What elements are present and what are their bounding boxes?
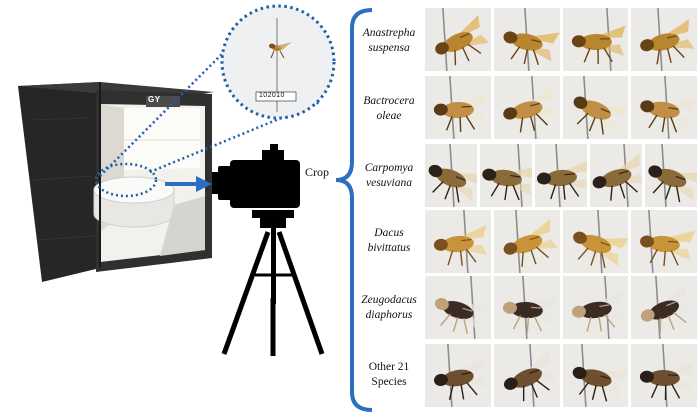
fly-specimen-icon: [631, 344, 697, 407]
species-name-line1: Carpomya: [364, 162, 414, 174]
fly-specimen-icon: [425, 144, 477, 207]
specimen-photo: [425, 210, 491, 273]
zoom-line-right: [149, 100, 321, 174]
specimen-photo-row: [425, 144, 697, 207]
specimen-photo: [590, 144, 642, 207]
fly-specimen-icon: [562, 8, 629, 71]
species-name-line2: oleae: [376, 110, 402, 122]
specimen-focus-ring: [94, 162, 158, 198]
specimen-photo: [425, 76, 491, 139]
camera-icon: [212, 144, 300, 208]
fly-specimen-icon: [645, 144, 697, 207]
species-name-line2: vesuviana: [366, 177, 412, 189]
fly-specimen-icon: [493, 344, 560, 407]
fly-specimen-icon: [562, 344, 629, 407]
species-label-bactrocera: Bactrocera oleae: [356, 94, 422, 124]
specimen-photo: [425, 344, 491, 407]
species-name-line2: bivittatus: [367, 242, 411, 254]
magnifier-circle-icon: [220, 4, 336, 120]
specimen-photo: [562, 8, 629, 71]
specimen-photo: [562, 210, 629, 273]
specimen-photo-row: [425, 276, 697, 339]
specimen-photo: [493, 276, 560, 339]
species-name-line2: diaphorus: [365, 309, 413, 321]
fly-specimen-icon: [631, 76, 697, 139]
species-name-line1: Bactrocera: [363, 95, 415, 107]
fly-specimen-icon: [562, 210, 629, 273]
fly-specimen-icon: [425, 8, 491, 71]
species-label-anastrepha: Anastrepha suspensa: [356, 26, 422, 56]
fly-specimen-icon: [631, 8, 697, 71]
specimen-photo: [631, 76, 697, 139]
specimen-photo: [493, 76, 560, 139]
species-name-line2: Species: [371, 376, 407, 388]
specimen-photo: [425, 8, 491, 71]
specimen-photo: [631, 276, 697, 339]
specimen-photo: [493, 344, 560, 407]
specimen-photo: [562, 76, 629, 139]
specimen-photo-row: [425, 76, 697, 139]
fly-specimen-icon: [562, 276, 629, 339]
fly-specimen-icon: [590, 144, 642, 207]
specimen-photo: [645, 144, 697, 207]
crop-label: Crop: [305, 165, 329, 179]
species-name-line1: Zeugodacus: [361, 294, 417, 306]
fly-specimen-icon: [535, 144, 587, 207]
fly-specimen-icon: [562, 76, 629, 139]
fly-specimen-icon: [493, 76, 560, 139]
fly-specimen-icon: [493, 8, 560, 71]
specimen-photo: [562, 344, 629, 407]
specimen-photo-row: [425, 8, 697, 71]
species-name-line1: Anastrepha: [362, 27, 416, 39]
species-label-dacus: Dacus bivittatus: [356, 226, 422, 256]
fly-specimen-icon: [631, 210, 697, 273]
fly-specimen-icon: [480, 144, 532, 207]
fly-specimen-icon: [493, 210, 560, 273]
specimen-photo: [631, 8, 697, 71]
specimen-photo: [480, 144, 532, 207]
brace-icon: [335, 8, 373, 412]
species-name-line1: Dacus: [374, 227, 404, 239]
species-label-other: Other 21 Species: [356, 360, 422, 390]
species-label-carpomya: Carpomya vesuviana: [356, 161, 422, 191]
specimen-photo-row: [425, 210, 697, 273]
fly-specimen-icon: [425, 276, 491, 339]
species-name-line1: Other 21: [368, 361, 410, 373]
specimen-photo: [425, 144, 477, 207]
specimen-photo-row: [425, 344, 697, 407]
specimen-photo: [535, 144, 587, 207]
specimen-photo: [631, 344, 697, 407]
fly-specimen-icon: [425, 76, 491, 139]
arrow-icon: [165, 176, 212, 192]
species-name-line2: suspensa: [368, 42, 410, 54]
specimen-photo: [493, 210, 560, 273]
fly-specimen-icon: [631, 276, 697, 339]
lightbox-brand-label: GY: [148, 95, 161, 104]
specimen-photo: [425, 276, 491, 339]
specimen-tag-label: 102010: [259, 92, 285, 99]
fly-specimen-icon: [425, 210, 491, 273]
fly-specimen-icon: [493, 276, 560, 339]
fly-specimen-icon: [425, 344, 491, 407]
lightbox-icon: [18, 82, 214, 282]
specimen-photo: [562, 276, 629, 339]
specimen-photo: [631, 210, 697, 273]
species-label-zeugodacus: Zeugodacus diaphorus: [356, 293, 422, 323]
specimen-photo: [493, 8, 560, 71]
tripod-icon: [221, 210, 325, 356]
